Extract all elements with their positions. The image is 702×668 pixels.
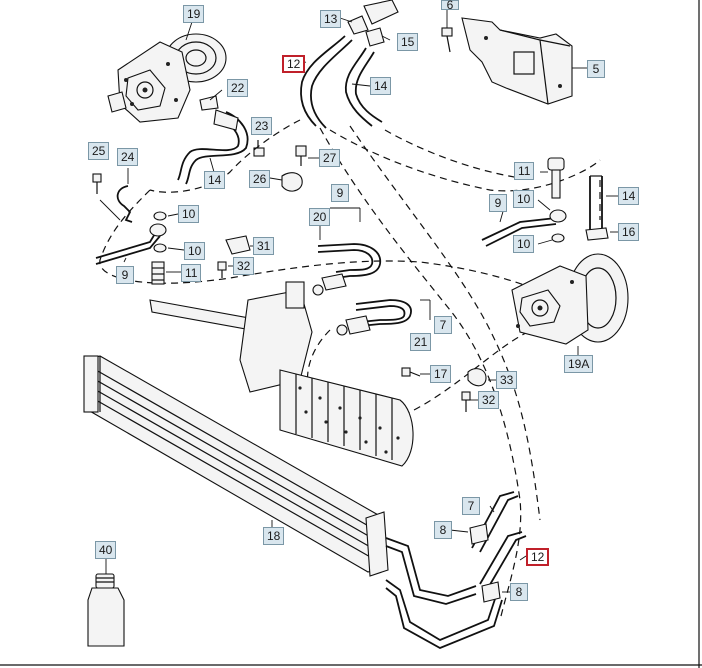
callout-14-right[interactable]: 14	[618, 187, 640, 205]
clamp-33-drawing	[467, 368, 487, 387]
cooler-line-upper	[385, 537, 477, 597]
bolt-32-right-drawing	[461, 391, 471, 412]
dashed-route-upper	[329, 129, 601, 192]
pump-fitting-drawing	[199, 95, 219, 111]
clamp-31-drawing	[225, 235, 251, 255]
hose-12-lower-drawing	[479, 531, 523, 585]
callout-23[interactable]: 23	[251, 117, 273, 135]
steering-gear-drawing	[149, 281, 414, 467]
clamp-8-b-drawing	[481, 581, 501, 603]
callout-18[interactable]: 18	[263, 527, 285, 545]
callout-11-right[interactable]: 11	[514, 162, 535, 180]
callout-17[interactable]: 17	[430, 365, 452, 383]
clamp-8-a-drawing	[469, 523, 489, 545]
bolt-11-right-drawing	[547, 157, 565, 199]
clamp-16-drawing	[585, 227, 609, 241]
callout-8-b[interactable]: 8	[510, 583, 528, 601]
return-pipe-7-drawing	[336, 299, 412, 336]
bolt-25-drawing	[92, 173, 102, 194]
callout-15[interactable]: 15	[397, 33, 419, 51]
power-steering-pump-drawing	[107, 33, 227, 123]
callout-12-low[interactable]: 12	[526, 548, 550, 566]
callout-40[interactable]: 40	[95, 541, 117, 559]
callout-14-top[interactable]: 14	[370, 77, 392, 95]
callout-8-a[interactable]: 8	[434, 521, 452, 539]
clamp-15-drawing	[365, 27, 385, 47]
washer-10-drawing	[153, 211, 167, 221]
hose-14-top-drawing	[345, 47, 373, 127]
fluid-cooler-drawing	[83, 355, 389, 577]
hose-12-drawing	[300, 35, 346, 127]
callout-10-b[interactable]: 10	[184, 242, 206, 260]
bolt-32-drawing	[217, 261, 227, 271]
clamp-13-drawing	[347, 15, 369, 35]
callout-25[interactable]: 25	[88, 142, 110, 160]
bolt-27-drawing	[295, 145, 307, 166]
pipe-9-right-drawing	[481, 217, 557, 241]
callout-22[interactable]: 22	[227, 79, 249, 97]
pressure-pipe-9-drawing	[217, 235, 382, 296]
callout-21[interactable]: 21	[410, 333, 432, 351]
callout-9-left[interactable]: 9	[116, 266, 134, 284]
callout-12-top[interactable]: 12	[282, 55, 306, 73]
callout-20[interactable]: 20	[309, 208, 331, 226]
callout-5[interactable]: 5	[587, 60, 605, 78]
fluid-bottle-drawing	[87, 573, 125, 647]
callout-33[interactable]: 33	[496, 371, 518, 389]
callout-13[interactable]: 13	[320, 10, 342, 28]
callout-9-right[interactable]: 9	[489, 194, 507, 212]
callout-7-mid[interactable]: 7	[434, 316, 452, 334]
callout-31[interactable]: 31	[253, 237, 275, 255]
callout-19[interactable]: 19	[183, 5, 205, 23]
pipe-9-left-drawing	[95, 211, 167, 285]
callout-10-right-a[interactable]: 10	[513, 190, 535, 208]
callout-27[interactable]: 27	[319, 149, 341, 167]
callout-26[interactable]: 26	[249, 170, 271, 188]
callout-10-right-b[interactable]: 10	[513, 235, 535, 253]
callout-6[interactable]: 6	[441, 0, 459, 11]
bolt-6-drawing	[441, 10, 453, 53]
callout-11-left[interactable]: 11	[181, 264, 202, 282]
callout-32-left[interactable]: 32	[233, 257, 255, 275]
bolt-17-drawing	[401, 367, 421, 377]
callout-7-low[interactable]: 7	[462, 497, 480, 515]
pump-19a-drawing	[511, 253, 629, 345]
callout-10-a[interactable]: 10	[178, 205, 200, 223]
clip-26-drawing	[281, 172, 303, 192]
reservoir-bracket-drawing	[461, 17, 573, 105]
callout-24[interactable]: 24	[117, 148, 139, 166]
callout-19a[interactable]: 19A	[564, 355, 594, 373]
bracket-24-drawing	[116, 185, 133, 223]
cooler-line-lower	[385, 579, 497, 642]
callout-32-right[interactable]: 32	[478, 391, 500, 409]
callout-14-left[interactable]: 14	[204, 171, 226, 189]
callout-16[interactable]: 16	[618, 223, 640, 241]
callout-9-top[interactable]: 9	[331, 184, 349, 202]
